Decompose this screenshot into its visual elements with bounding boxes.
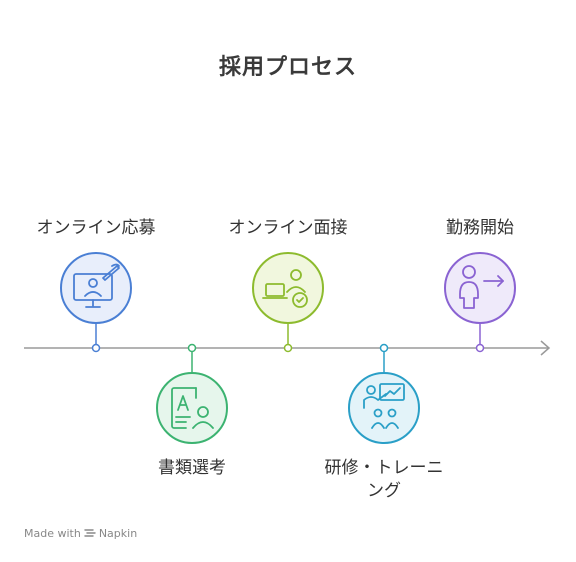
axis-node-2 [187, 343, 197, 353]
step-2-label: 書類選考 [158, 458, 226, 478]
step-3-circle [252, 252, 324, 324]
made-with-text: Made with [24, 527, 81, 540]
step-4-label-line-2: ング [367, 481, 401, 501]
axis-node-1 [91, 343, 101, 353]
napkin-brand-text: Napkin [98, 527, 138, 540]
step-4-label: 研修・トレーニ ング [299, 457, 469, 503]
step-1-circle [60, 252, 132, 324]
step-5-label: 勤務開始 [446, 218, 514, 238]
timeline-arrowhead [540, 340, 551, 356]
step-3-label: オンライン面接 [228, 218, 348, 238]
document-person-icon [171, 387, 214, 429]
online-interview-icon [262, 269, 308, 308]
footer: Made with Napkin [24, 527, 137, 540]
teacher-group-icon [363, 383, 405, 429]
axis-node-3 [283, 343, 293, 353]
step-4-label-line-1: 研修・トレーニ [324, 458, 444, 478]
computer-user-icon [73, 263, 120, 308]
step-1-label: オンライン応募 [36, 218, 156, 238]
person-exit-icon [459, 265, 504, 309]
step-2-circle [156, 372, 228, 444]
step-5-circle [444, 252, 516, 324]
step-4-circle [348, 372, 420, 444]
page-title: 採用プロセス [218, 55, 357, 80]
napkin-logo-icon [84, 529, 96, 537]
axis-node-5 [475, 343, 485, 353]
axis-node-4 [379, 343, 389, 353]
